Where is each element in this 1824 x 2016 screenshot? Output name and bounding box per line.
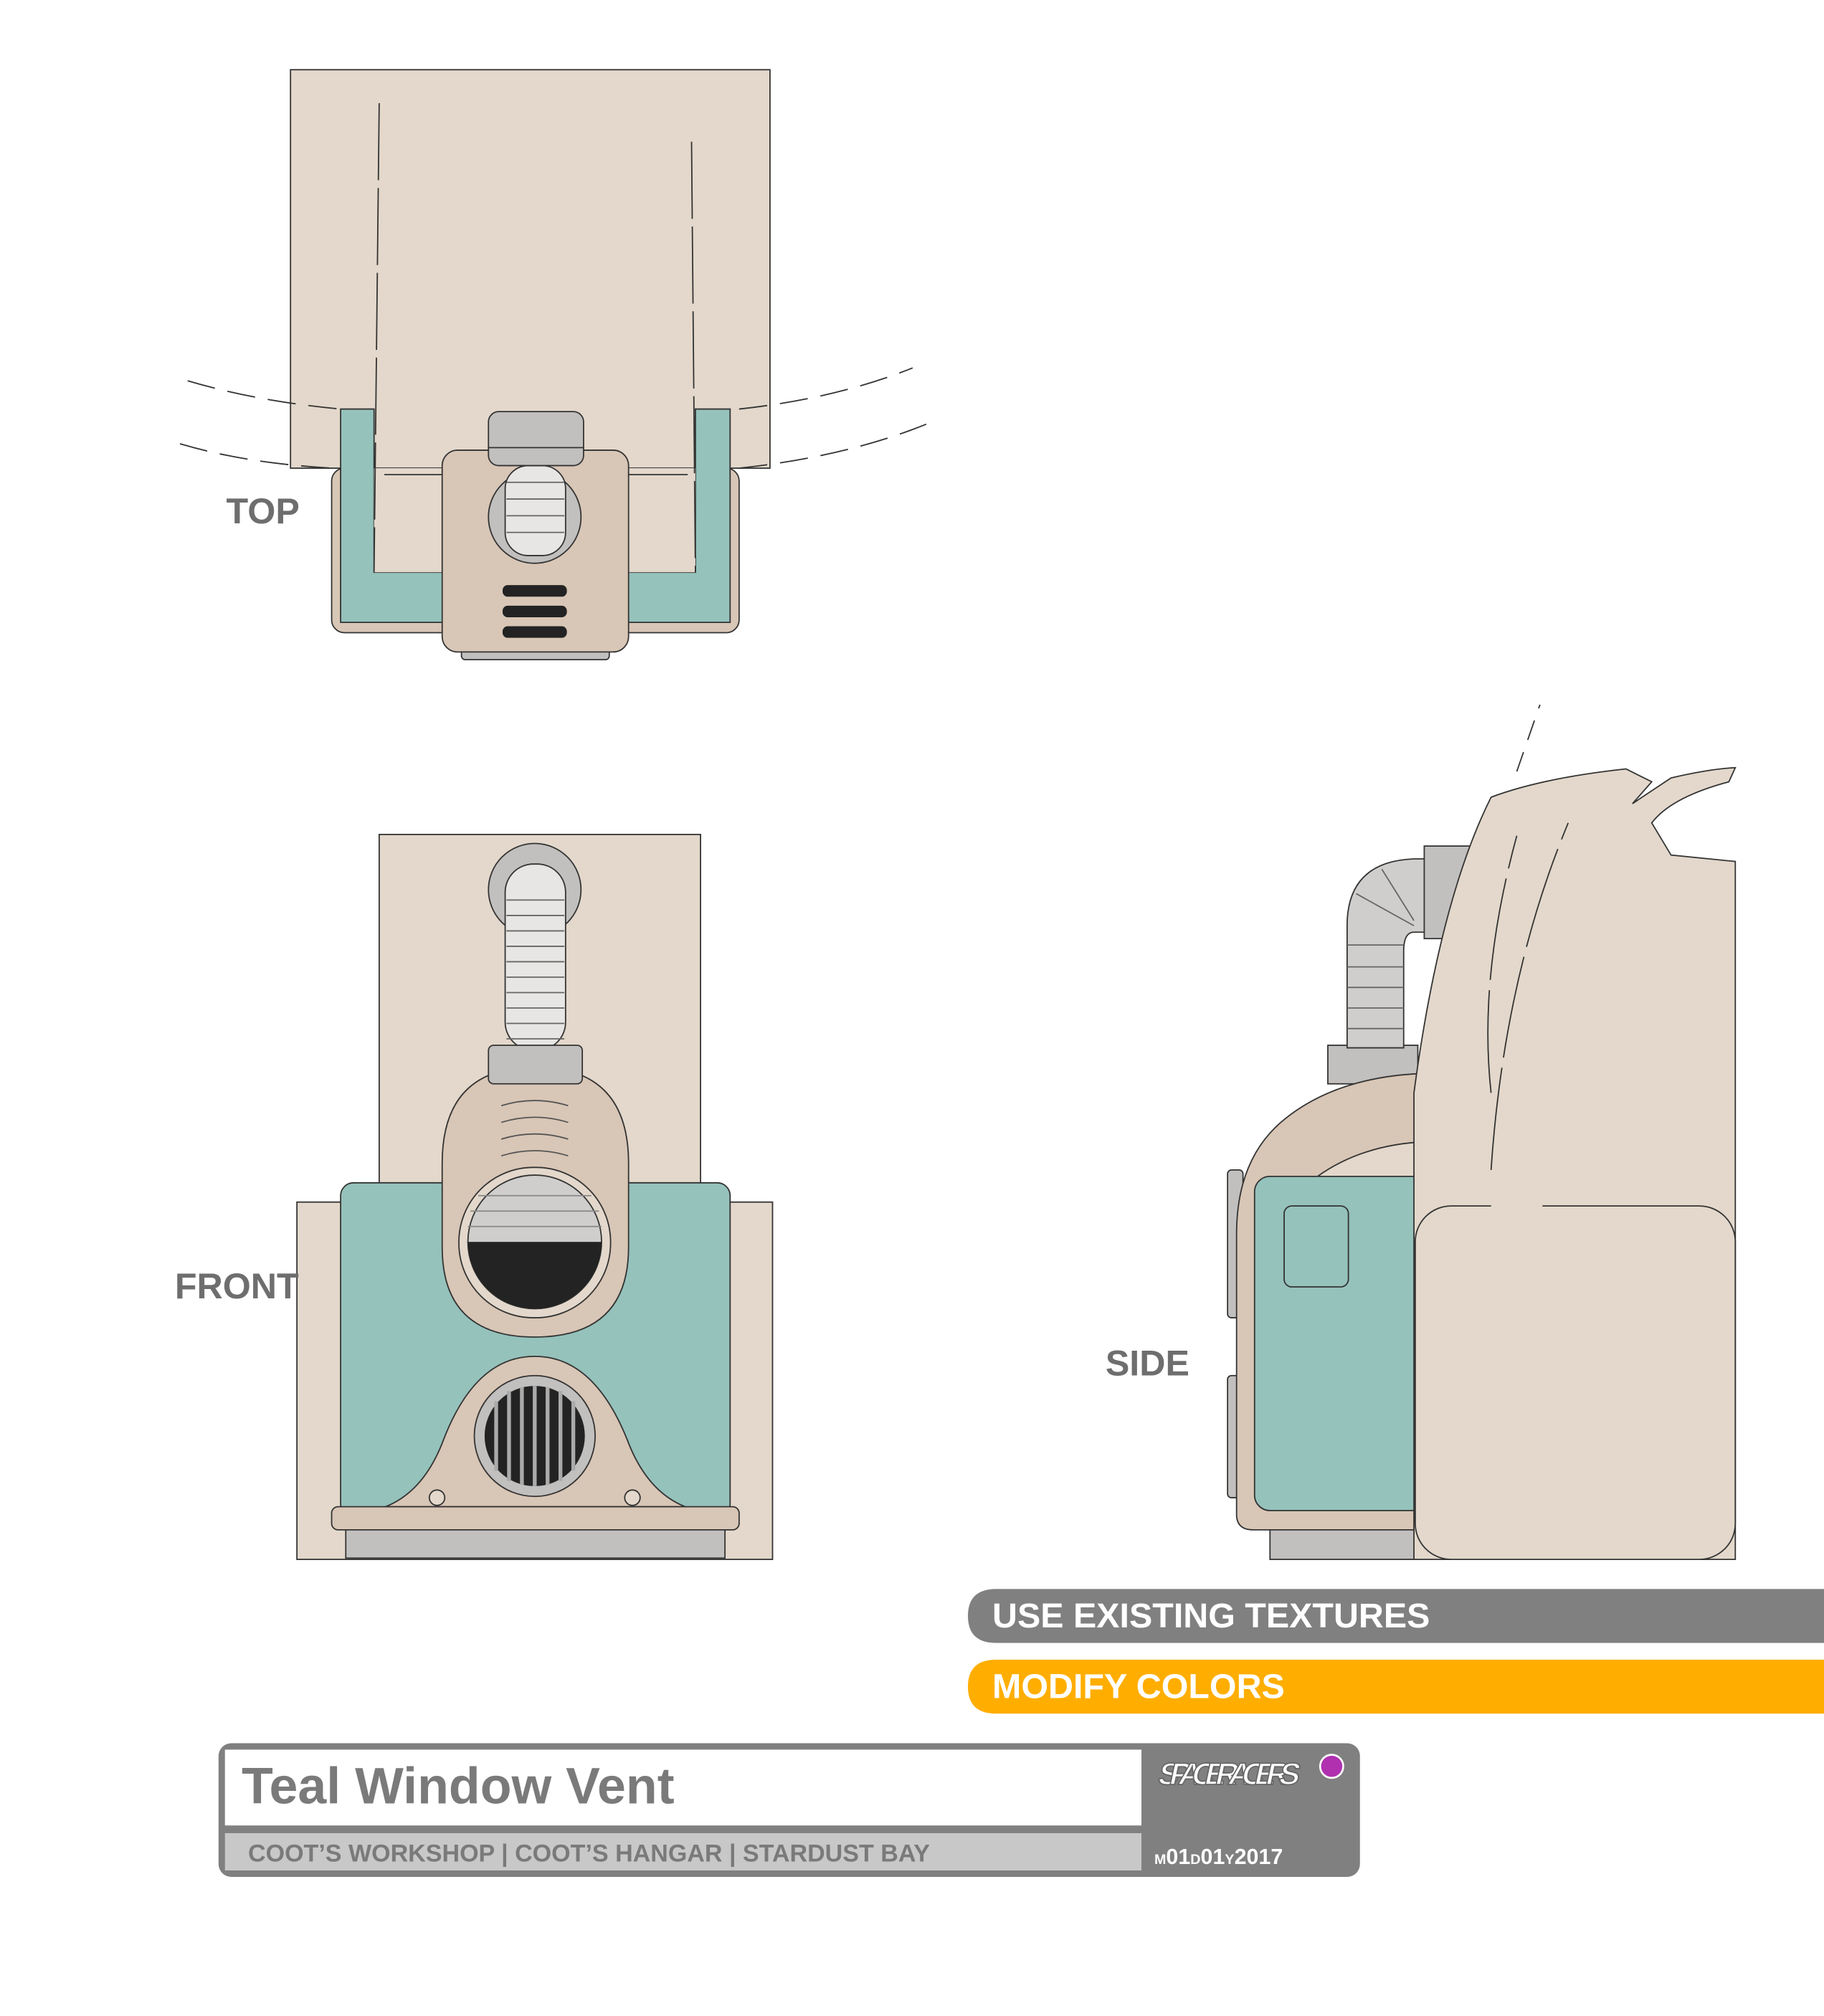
title-block: Teal Window Vent COOT’S WORKSHOP | COOT’…	[218, 1743, 1360, 1877]
vent-slots	[502, 585, 567, 638]
banner-label: MODIFY COLORS	[992, 1668, 1285, 1706]
banner-modify-colors: MODIFY COLORS	[967, 1659, 1824, 1714]
top-view-label: TOP	[227, 491, 300, 531]
side-view-label: SIDE	[1106, 1344, 1189, 1384]
space-racers-logo: SPACE RACERS	[1154, 1756, 1304, 1792]
top-view: TOP	[179, 69, 933, 661]
banner-use-existing-textures: USE EXISTING TEXTURES	[967, 1589, 1824, 1643]
logo-text: SPACE RACERS	[1155, 1757, 1303, 1791]
front-view-label: FRONT	[175, 1266, 299, 1306]
front-view: FRONT	[175, 834, 774, 1561]
side-view: SIDE	[1106, 704, 1737, 1561]
date-stamp: M01D01Y2017	[1154, 1845, 1283, 1869]
asset-title: Teal Window Vent	[242, 1758, 675, 1815]
asset-locations: COOT’S WORKSHOP | COOT’S HANGAR | STARDU…	[248, 1840, 930, 1867]
banner-label: USE EXISTING TEXTURES	[992, 1597, 1430, 1635]
status-dot	[1319, 1754, 1344, 1779]
